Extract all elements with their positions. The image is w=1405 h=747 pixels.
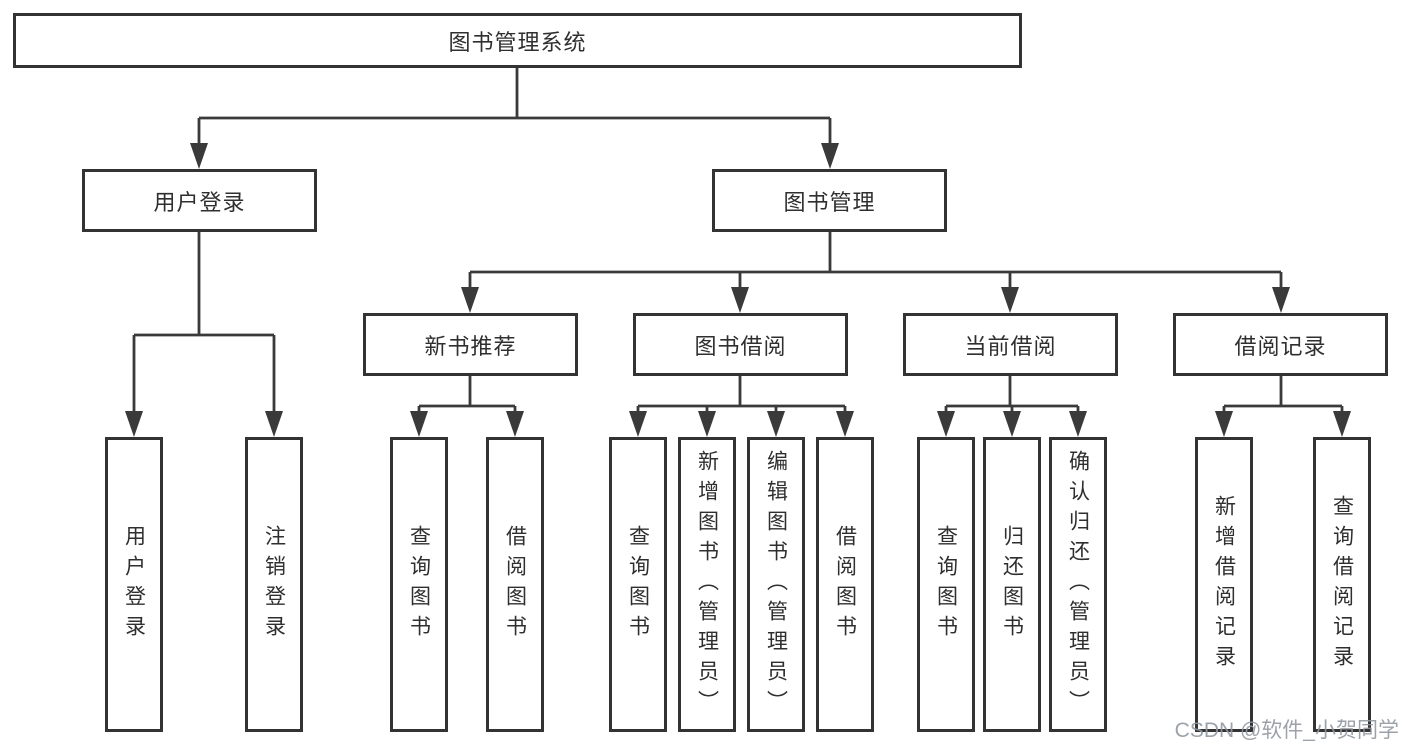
node-library-management-system: 图书管理系统 [13,13,1022,68]
node-label: 查询图书 [407,524,431,645]
node-label: 注销登录 [262,524,286,645]
node-label: 图书管理系统 [448,29,587,55]
leaf-current-return-books: 归还图书 [983,437,1041,732]
leaf-user-login: 用户登录 [105,437,163,732]
node-user-login: 用户登录 [82,169,317,232]
connector-current-to-leaves [937,376,1087,437]
csdn-watermark: CSDN @软件_小贺同学 [1174,719,1399,742]
node-book-management: 图书管理 [712,169,947,232]
node-label: 新书推荐 [424,333,517,359]
connector-newbook-to-leaves [410,376,524,437]
node-label: 新增图书（管理员） [695,449,719,720]
node-label: 查询借阅记录 [1330,494,1354,675]
node-label: 当前借阅 [964,333,1057,359]
node-label: 借阅图书 [833,524,857,645]
leaf-newbook-borrow-books: 借阅图书 [486,437,544,732]
node-borrowing-records: 借阅记录 [1173,313,1388,376]
leaf-borrowing-edit-books-admin: 编辑图书（管理员） [747,437,805,732]
leaf-records-query-record: 查询借阅记录 [1313,437,1371,732]
node-label: 查询图书 [934,524,958,645]
connector-userlogin-to-leaves [125,232,283,437]
node-label: 编辑图书（管理员） [764,449,788,720]
node-label: 图书借阅 [694,333,787,359]
node-label: 图书管理 [783,189,876,215]
node-label: 新增借阅记录 [1212,494,1236,675]
leaf-newbook-query-books: 查询图书 [390,437,448,732]
node-label: 确认归还（管理员） [1066,449,1090,720]
node-label: 用户登录 [153,189,246,215]
leaf-records-add-record: 新增借阅记录 [1195,437,1253,732]
connector-records-to-leaves [1215,376,1351,437]
node-label: 借阅记录 [1234,333,1327,359]
leaf-current-confirm-return-admin: 确认归还（管理员） [1049,437,1107,732]
node-label: 查询图书 [626,524,650,645]
node-current-borrowing: 当前借阅 [903,313,1118,376]
connector-borrowing-to-leaves [629,376,854,437]
connector-root-to-level2 [190,68,839,169]
leaf-current-query-books: 查询图书 [917,437,975,732]
leaf-borrowing-borrow-books: 借阅图书 [816,437,874,732]
leaf-logout: 注销登录 [245,437,303,732]
node-label: 归还图书 [1000,524,1024,645]
leaf-borrowing-add-books-admin: 新增图书（管理员） [678,437,736,732]
connector-bookmgmt-to-level3 [461,232,1290,313]
leaf-borrowing-query-books: 查询图书 [609,437,667,732]
node-label: 用户登录 [122,524,146,645]
node-book-borrowing: 图书借阅 [633,313,848,376]
node-new-book-recommend: 新书推荐 [363,313,578,376]
node-label: 借阅图书 [503,524,527,645]
